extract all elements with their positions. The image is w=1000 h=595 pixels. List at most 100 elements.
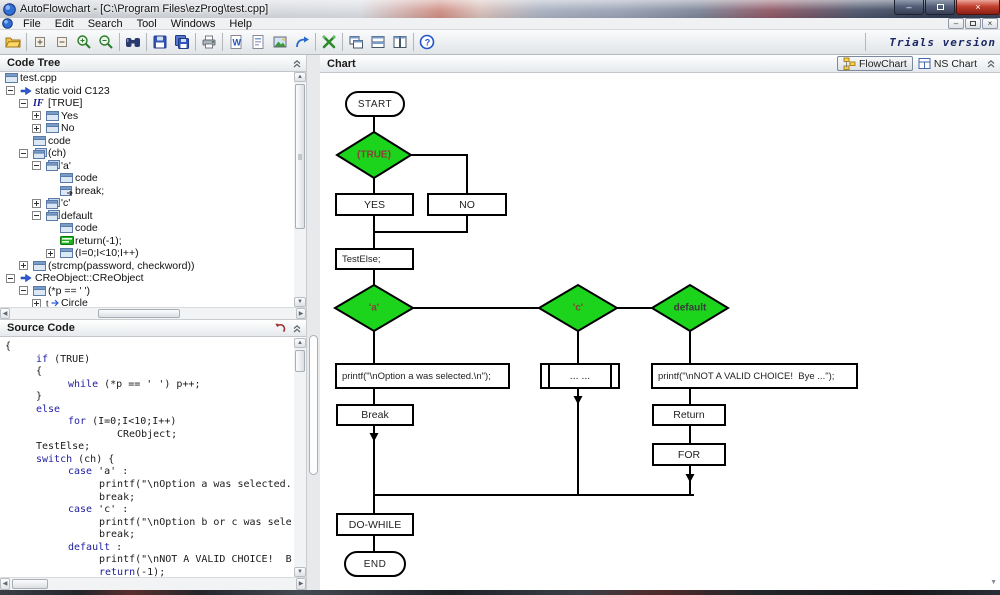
scroll-left-icon[interactable]: ◀ <box>0 308 10 319</box>
collapse-icon[interactable] <box>32 161 41 171</box>
tree-item[interactable]: (ch) <box>0 147 294 160</box>
tree-item[interactable]: return(-1); <box>0 235 294 248</box>
maximize-button[interactable] <box>925 0 955 15</box>
mdi-close-button[interactable]: × <box>982 18 998 29</box>
collapse-panel-icon[interactable] <box>292 324 302 333</box>
collapse-icon[interactable] <box>19 286 28 296</box>
tree-item[interactable]: IF[TRUE] <box>0 97 294 110</box>
flowchart-canvas[interactable]: ▼ START (TRUE) YES NO TestElse; 'a' 'c' default… <box>320 73 1000 590</box>
mdi-minimize-button[interactable]: – <box>948 18 964 29</box>
tree-item[interactable]: code <box>0 222 294 235</box>
collapsed-panel-strip[interactable] <box>309 335 318 475</box>
scrollbar-thumb[interactable] <box>295 350 305 372</box>
expand-icon[interactable] <box>46 248 55 258</box>
find-button[interactable] <box>122 32 144 53</box>
tile-horizontal-button[interactable] <box>367 32 389 53</box>
scrollbar-thumb[interactable] <box>295 84 305 229</box>
scroll-right-icon[interactable]: ▶ <box>296 308 306 319</box>
mdi-restore-button[interactable] <box>965 18 981 29</box>
tree-item[interactable]: (strcmp(password, checkword)) <box>0 260 294 273</box>
scroll-down-icon[interactable]: ▼ <box>294 567 306 577</box>
vertical-splitter[interactable] <box>306 55 320 590</box>
tree-item[interactable]: 'a' <box>0 160 294 173</box>
scrollbar-thumb[interactable] <box>98 309 180 318</box>
undo-icon[interactable] <box>274 323 286 334</box>
export-page-button[interactable] <box>247 32 269 53</box>
print-button[interactable] <box>198 32 220 53</box>
zoom-in-button[interactable] <box>73 32 95 53</box>
collapse-panel-icon[interactable] <box>292 59 302 68</box>
zoom-out-button[interactable] <box>95 32 117 53</box>
tree-item[interactable]: 'c' <box>0 197 294 210</box>
close-button[interactable]: × <box>956 0 1000 15</box>
scroll-down-icon[interactable]: ▼ <box>294 297 306 307</box>
tree-item[interactable]: No <box>0 122 294 135</box>
node-yes[interactable]: YES <box>335 193 414 216</box>
node-label-cond-true[interactable]: (TRUE) <box>357 149 391 161</box>
node-start[interactable]: START <box>345 91 405 117</box>
expand-icon[interactable] <box>32 123 41 133</box>
save-button[interactable] <box>149 32 171 53</box>
cascade-windows-button[interactable] <box>345 32 367 53</box>
flowchart-button[interactable]: FlowChart <box>836 56 913 71</box>
node-dowhile[interactable]: DO-WHILE <box>336 513 414 536</box>
save-all-button[interactable] <box>171 32 193 53</box>
menu-search[interactable]: Search <box>87 17 123 30</box>
node-dots[interactable]: ... ... <box>540 363 620 389</box>
scroll-left-icon[interactable]: ◀ <box>0 578 10 590</box>
node-break[interactable]: Break <box>336 404 414 426</box>
scroll-up-icon[interactable]: ▲ <box>294 72 306 82</box>
scroll-right-icon[interactable]: ▶ <box>296 578 306 590</box>
expand-all-button[interactable] <box>29 32 51 53</box>
node-return[interactable]: Return <box>652 404 726 426</box>
code-tree-horizontal-scrollbar[interactable]: ◀ ▶ <box>0 307 306 319</box>
node-printf-a[interactable]: printf("\nOption a was selected.\n"); <box>335 363 510 389</box>
source-horizontal-scrollbar[interactable]: ◀ ▶ <box>0 577 306 590</box>
node-label-case-default[interactable]: default <box>673 302 707 314</box>
tree-item[interactable]: default <box>0 210 294 223</box>
tree-item[interactable]: break; <box>0 185 294 198</box>
open-button[interactable] <box>2 32 24 53</box>
tree-item[interactable]: (I=0;I<10;I++) <box>0 247 294 260</box>
code-tree-vertical-scrollbar[interactable]: ▲ ▼ <box>294 72 306 307</box>
tree-item[interactable]: (*p == ' ') <box>0 285 294 298</box>
scroll-down-icon[interactable]: ▼ <box>990 579 997 586</box>
node-printf-invalid[interactable]: printf("\nNOT A VALID CHOICE! Bye ..."); <box>651 363 858 389</box>
collapse-icon[interactable] <box>19 148 28 158</box>
export-image-button[interactable] <box>269 32 291 53</box>
collapse-icon[interactable] <box>32 211 41 221</box>
expand-icon[interactable] <box>19 261 28 271</box>
minimize-button[interactable]: – <box>894 0 924 15</box>
collapse-icon[interactable] <box>19 98 28 108</box>
tree-item[interactable]: code <box>0 172 294 185</box>
help-button[interactable]: ? <box>416 32 438 53</box>
tree-item[interactable]: CReObject::CReObject <box>0 272 294 285</box>
menu-tool[interactable]: Tool <box>136 17 157 30</box>
node-no[interactable]: NO <box>427 193 507 216</box>
collapse-all-button[interactable] <box>51 32 73 53</box>
scrollbar-thumb[interactable] <box>12 579 48 589</box>
menu-file[interactable]: File <box>23 17 41 30</box>
tree-item[interactable]: test.cpp <box>0 72 294 85</box>
expand-icon[interactable] <box>32 298 41 307</box>
menu-edit[interactable]: Edit <box>54 17 74 30</box>
collapse-icon[interactable] <box>6 273 15 283</box>
source-vertical-scrollbar[interactable]: ▲ ▼ <box>294 338 306 577</box>
tile-vertical-button[interactable] <box>389 32 411 53</box>
tree-item[interactable]: code <box>0 135 294 148</box>
settings-button[interactable] <box>318 32 340 53</box>
node-label-case-c[interactable]: 'c' <box>572 302 584 314</box>
ns-chart-button[interactable]: NS Chart <box>913 56 982 71</box>
export-word-button[interactable]: W <box>225 32 247 53</box>
node-testelse[interactable]: TestElse; <box>335 248 414 270</box>
node-label-case-a[interactable]: 'a' <box>368 302 380 314</box>
tree-item[interactable]: static void C123 <box>0 85 294 98</box>
export-arrow-button[interactable] <box>291 32 313 53</box>
menu-help[interactable]: Help <box>229 17 252 30</box>
collapse-icon[interactable] <box>6 86 15 96</box>
menu-windows[interactable]: Windows <box>170 17 216 30</box>
node-end[interactable]: END <box>344 551 406 577</box>
expand-icon[interactable] <box>32 111 41 121</box>
